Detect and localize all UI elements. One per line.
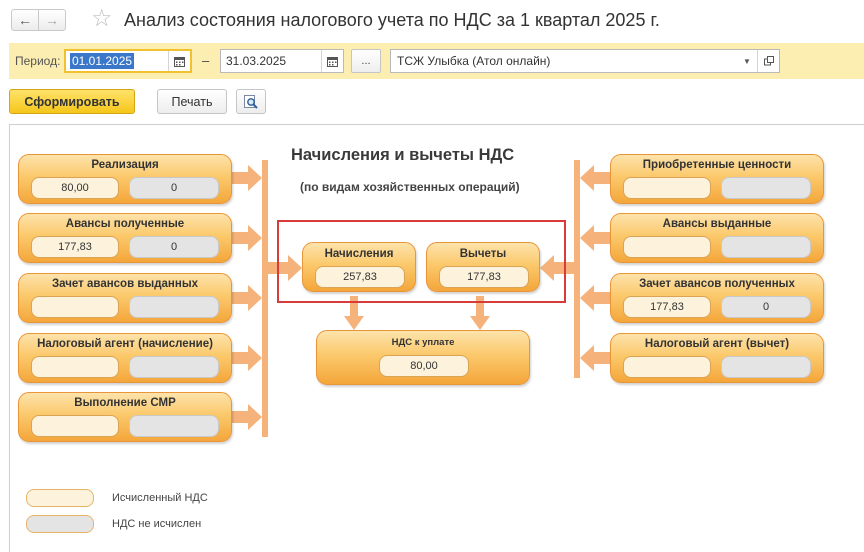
not-calc-value[interactable] [129, 356, 219, 378]
card-title: Авансы полученные [65, 218, 185, 230]
not-calc-value[interactable] [721, 356, 811, 378]
right-bus-line [574, 160, 580, 378]
arrow-left-icon [580, 225, 610, 251]
legend-swatch-not-calculated [26, 515, 94, 533]
period-label: Период: [15, 54, 61, 68]
card-vat-payable[interactable]: НДС к уплате 80,00 [316, 330, 530, 385]
card-title: НДС к уплате [391, 337, 455, 348]
arrow-right-icon [232, 285, 262, 311]
card-title: Налоговый агент (вычет) [644, 338, 790, 350]
payable-value[interactable]: 80,00 [379, 355, 469, 377]
not-calc-value[interactable]: 0 [129, 177, 219, 199]
card-title: Налоговый агент (начисление) [37, 338, 213, 350]
arrow-right-icon: → [45, 12, 59, 28]
card-title: Приобретенные ценности [642, 159, 792, 171]
calc-value[interactable] [31, 415, 119, 437]
not-calc-value[interactable]: 0 [721, 296, 811, 318]
page-title: Анализ состояния налогового учета по НДС… [124, 10, 660, 30]
card-title: Авансы выданные [662, 218, 772, 230]
print-button[interactable]: Печать [157, 89, 227, 114]
card-title: Зачет авансов полученных [639, 278, 795, 290]
arrow-right-icon [232, 225, 262, 251]
legend-label-not-calculated: НДС не исчислен [112, 518, 202, 530]
card-sales[interactable]: Реализация 80,00 0 [18, 154, 232, 204]
arrow-left-icon: ← [18, 12, 32, 28]
card-title: Зачет авансов выданных [51, 278, 199, 290]
card-title: Реализация [91, 159, 159, 171]
legend-swatch-calculated [26, 489, 94, 507]
generate-button[interactable]: Сформировать [9, 89, 135, 114]
not-calc-value[interactable]: 0 [129, 236, 219, 258]
date-to-field[interactable]: 31.03.2025 [220, 49, 344, 73]
arrow-right-icon [232, 345, 262, 371]
legend-label-calculated: Исчисленный НДС [112, 492, 208, 504]
calc-value[interactable] [623, 177, 711, 199]
title-bar: ← → ☆ Анализ состояния налогового учета … [0, 0, 864, 42]
deductions-value[interactable]: 177,83 [439, 266, 529, 288]
card-construction[interactable]: Выполнение СМР [18, 392, 232, 442]
date-from-field[interactable]: 01.01.2025 [64, 49, 192, 73]
card-tax-agent-deduction[interactable]: Налоговый агент (вычет) [610, 333, 824, 383]
arrow-right-icon [232, 404, 262, 430]
not-calc-value[interactable] [129, 415, 219, 437]
card-title: Вычеты [459, 248, 507, 260]
period-separator: – [202, 53, 210, 68]
left-bus-line [262, 160, 268, 437]
arrow-left-icon [580, 345, 610, 371]
calendar-icon[interactable] [321, 50, 343, 72]
card-deductions[interactable]: Вычеты 177,83 [426, 242, 540, 292]
calc-value[interactable] [623, 236, 711, 258]
accruals-value[interactable]: 257,83 [315, 266, 405, 288]
not-calc-value[interactable] [721, 177, 811, 199]
arrow-down-icon [470, 296, 490, 330]
calc-value[interactable]: 177,83 [31, 236, 119, 258]
calc-value[interactable]: 80,00 [31, 177, 119, 199]
card-purchased-values[interactable]: Приобретенные ценности [610, 154, 824, 204]
magnifier-icon [244, 94, 258, 109]
forward-button[interactable]: → [38, 9, 66, 31]
calc-value[interactable] [31, 356, 119, 378]
calc-value[interactable] [623, 356, 711, 378]
organization-field[interactable]: ТСЖ Улыбка (Атол онлайн) ▼ [390, 49, 780, 73]
date-from-value[interactable]: 01.01.2025 [70, 53, 135, 69]
calendar-icon[interactable] [168, 51, 190, 71]
card-advances-received-offset[interactable]: Зачет авансов полученных 177,83 0 [610, 273, 824, 323]
diagram-title: Начисления и вычеты НДС [291, 146, 515, 164]
arrow-left-icon [580, 285, 610, 311]
not-calc-value[interactable] [721, 236, 811, 258]
card-advances-issued[interactable]: Авансы выданные [610, 213, 824, 263]
highlight-frame [277, 220, 566, 303]
open-icon[interactable] [757, 50, 779, 72]
date-to-value[interactable]: 31.03.2025 [226, 54, 287, 68]
not-calc-value[interactable] [129, 296, 219, 318]
arrow-down-icon [344, 296, 364, 330]
diagram-subtitle: (по видам хозяйственных операций) [300, 180, 520, 194]
calc-value[interactable] [31, 296, 119, 318]
organization-value[interactable]: ТСЖ Улыбка (Атол онлайн) [397, 54, 551, 68]
card-advances-received[interactable]: Авансы полученные 177,83 0 [18, 213, 232, 263]
arrow-left-icon [540, 255, 574, 281]
arrow-right-icon [232, 165, 262, 191]
arrow-left-icon [580, 165, 610, 191]
card-title: Начисления [324, 248, 394, 260]
card-accruals[interactable]: Начисления 257,83 [302, 242, 416, 292]
calc-value[interactable]: 177,83 [623, 296, 711, 318]
star-icon[interactable]: ☆ [91, 5, 113, 32]
card-advances-issued-offset[interactable]: Зачет авансов выданных [18, 273, 232, 323]
dropdown-arrow-icon[interactable]: ▼ [743, 56, 751, 66]
preview-button[interactable] [236, 89, 266, 114]
select-period-button[interactable]: ... [351, 49, 381, 73]
card-title: Выполнение СМР [74, 397, 176, 409]
card-tax-agent-accrual[interactable]: Налоговый агент (начисление) [18, 333, 232, 383]
arrow-right-icon [268, 255, 302, 281]
